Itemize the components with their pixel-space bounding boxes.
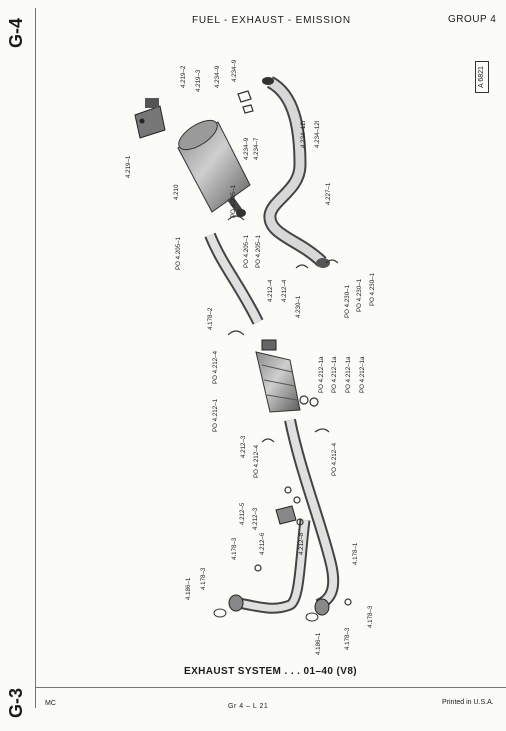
part-label: PO 4.205–1 [230,184,237,218]
part-label: PO 4.212–1a [318,356,325,393]
part-label: 4.234–12r [300,120,307,148]
part-label: PO 4.212–4 [253,444,260,478]
part-label: 4.234–9 [231,59,238,82]
diagram-caption: EXHAUST SYSTEM . . . 01–40 (V8) [184,666,358,677]
part-label: PO 4.212–1a [345,356,352,393]
footer-model-code: MC [45,700,56,707]
rear-muffler [177,119,251,217]
part-label: PO 4.230–1 [344,284,351,318]
part-label: 4.178–3 [200,567,207,590]
part-label: 4.178–1 [352,542,359,565]
catalytic-converter [255,339,301,413]
footer-page-ref: Gr 4 – L 21 [228,703,269,710]
part-label: PO 4.205–1 [255,234,262,268]
part-label: 4.234–9 [243,137,250,160]
part-label: PO 4.205–1 [243,234,250,268]
part-label: PO 4.212–4 [212,350,219,384]
part-label: 4.212–4 [281,279,288,302]
section-tab-bottom: G-3 [4,674,28,718]
part-label: PO 4.212–1a [331,356,338,393]
part-label: 4.212–5 [239,502,246,525]
part-label: 4.186–1 [185,577,192,600]
section-tab-bottom-label: G-3 [6,687,26,718]
part-label: 4.219–3 [195,69,202,92]
part-label: PO 4.230–1 [356,278,363,312]
part-label: 4.212–4 [267,279,274,302]
part-label: 4.219–2 [180,65,187,88]
footer-printed: Printed in U.S.A. [442,699,494,706]
part-label: 4.219–1 [125,155,132,178]
part-label: 4.210 [173,184,180,200]
part-label: 4.230–1 [295,295,302,318]
part-label: PO 4.205–1 [175,236,182,270]
front-bracket [275,505,297,525]
clamp-hardware [227,90,352,606]
part-label: 4.178–3 [231,537,238,560]
footer-rule [36,687,506,688]
part-label: 4.234–7 [253,137,260,160]
part-label: 4.212–8 [298,532,305,555]
part-label: 4.212–6 [259,532,266,555]
group-label: GROUP 4 [448,14,497,25]
part-labels: 4.219–2 4.219–3 4.234–9 4.234–9 4.219–1 … [125,59,376,655]
part-label: 4.227–1 [325,182,332,205]
right-flange [314,598,330,616]
part-label: PO 4.212–1a [359,356,366,393]
part-label: PO 4.212–4 [331,442,338,476]
part-label: 4.178–3 [367,605,374,628]
part-label: 4.178–2 [207,307,214,330]
part-label: 4.234–9 [214,65,221,88]
part-label: 4.212–3 [252,507,259,530]
left-flange [228,594,244,612]
part-label: PO 4.212–1 [212,398,219,432]
part-label: PO 4.230–1 [369,272,376,306]
part-label: 4.186–1 [315,632,322,655]
margin-rule [35,8,36,708]
hanger-bracket [134,98,166,139]
page-title: FUEL - EXHAUST - EMISSION [192,15,351,26]
reference-code-box: A 6821 [475,61,489,93]
part-label: 4.212–3 [240,435,247,458]
part-label: 4.234–12l [314,121,321,148]
tail-pipe-end [262,77,274,85]
part-label: 4.178–3 [344,627,351,650]
